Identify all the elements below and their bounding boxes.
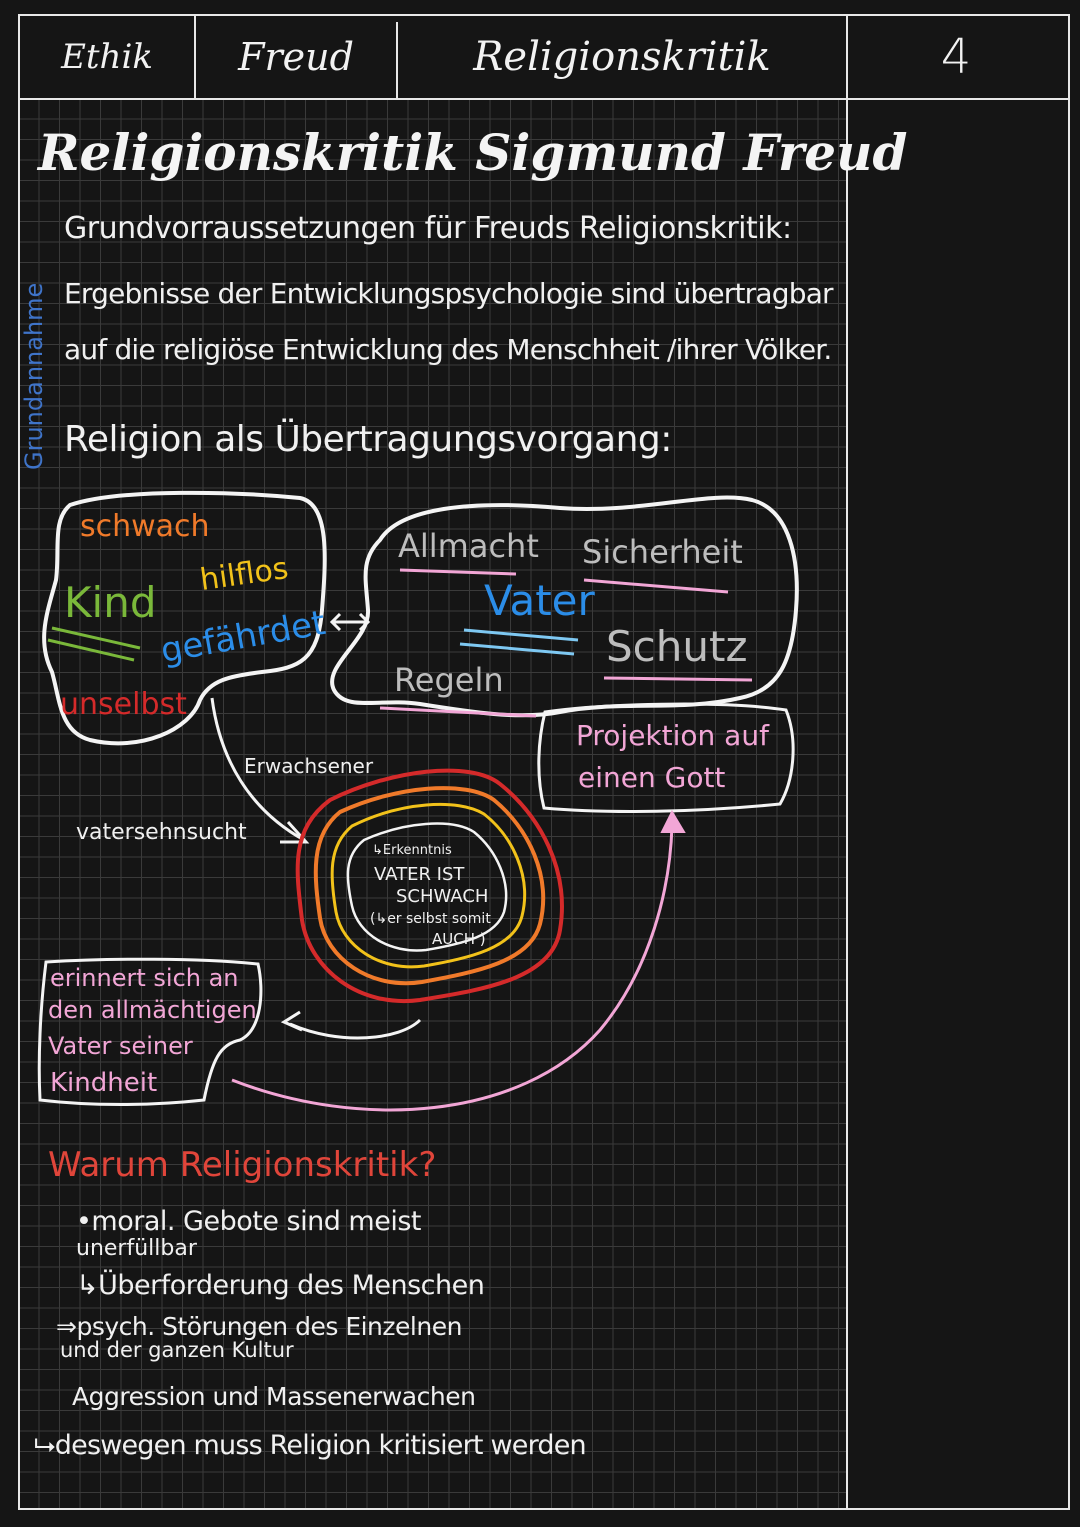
grid-paper [18,98,846,1508]
blob-red [295,768,564,1004]
word-allmacht: Allmacht [398,527,539,565]
word-regeln: Regeln [394,661,504,699]
center-line: SCHWACH [396,886,489,907]
projection-line2: einen Gott [578,761,726,794]
header-unit: Religionskritik [473,34,771,80]
page-number: 4 [940,29,972,85]
pink-arrow [231,825,674,1112]
word-kind: Kind [64,578,157,627]
header-divider [396,22,398,98]
header-frame [18,14,1070,100]
label-vatersehnsucht: vatersehnsucht [76,820,247,845]
content-frame [18,96,1070,1510]
schutz-underline [603,676,753,682]
page-divider [846,16,848,1510]
header-subject: Ethik [61,37,153,77]
intro-heading: Grundvorraussetzungen für Freuds Religio… [64,211,792,246]
transfer-heading: Religion als Übertragungsvorgang: [64,419,672,460]
word-unselbst: unselbst [60,687,187,722]
center-line: ↳Erkenntnis [372,843,452,858]
remember-line: Vater seiner [48,1032,193,1060]
vater-underline [463,628,579,642]
remember-line: den allmächtigen [48,996,257,1024]
allmacht-underline [399,568,517,576]
remember-line: erinnert sich an [50,964,239,992]
kind-underline [51,626,141,650]
center-line: (↳er selbst somit [370,911,491,927]
center-line: AUCH ) [432,930,486,948]
blob-orange [313,786,546,986]
warum-line: Aggression und Massenerwachen [72,1382,476,1411]
father-cloud-outline [330,495,799,718]
center-line: VATER IST [374,864,465,885]
word-schutz: Schutz [606,622,748,671]
word-vater: Vater [484,576,595,625]
label-erwachsener: Erwachsener [244,754,374,778]
remember-line: Kindheit [50,1068,158,1098]
regeln-underline [379,706,537,718]
warum-line: •moral. Gebote sind meist [76,1206,422,1237]
word-sicherheit: Sicherheit [582,533,743,571]
intro-line: auf die religiöse Entwicklung des Mensch… [64,333,832,366]
blob-yellow [330,802,527,969]
warum-line: unerfüllbar [76,1236,197,1261]
blob-white [346,822,508,952]
remember-box-outline [37,957,263,1106]
intro-line: Ergebnisse der Entwicklungspsychologie s… [64,277,834,310]
warum-heading: Warum Religionskritik? [48,1145,437,1185]
page-title: Religionskritik Sigmund Freud [38,123,908,182]
warum-line: ⇒psych. Störungen des Einzelnen [56,1312,462,1341]
warum-line: ⮡deswegen muss Religion kritisiert werde… [34,1430,587,1461]
warum-line: und der ganzen Kultur [60,1338,294,1362]
child-cloud-outline [42,490,327,746]
projection-box-outline [537,702,795,813]
header-topic: Freud [238,35,354,79]
header-divider [194,16,196,98]
sicherheit-underline [583,578,729,594]
word-schwach: schwach [80,509,210,544]
projection-line1: Projektion auf [576,719,769,752]
warum-line: ↳Überforderung des Menschen [76,1270,485,1301]
